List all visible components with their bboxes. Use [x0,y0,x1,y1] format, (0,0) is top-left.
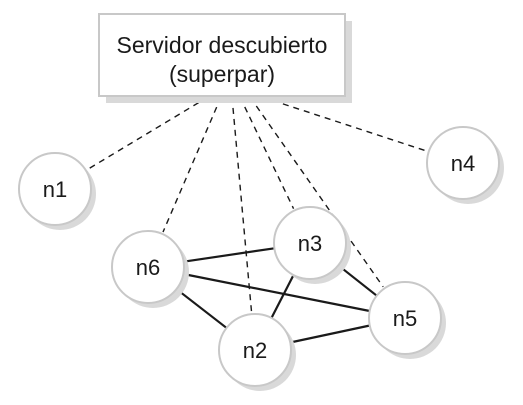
node-circle [273,206,347,280]
peer-link-n6-n3 [183,247,275,263]
node-label: n6 [136,255,160,280]
peer-links [175,247,378,344]
server-label-line2: (superpar) [169,61,275,87]
peer-link-n3-n5 [337,264,378,297]
server-box-frame [98,13,346,97]
node-n6: n6 [111,230,189,308]
node-circle [111,230,185,304]
node-n4: n4 [426,126,504,204]
node-circle [368,281,442,355]
server-links [87,96,428,313]
node-n5: n5 [368,281,446,359]
server-link-n2 [231,96,253,313]
peer-link-n6-n2 [175,288,228,329]
peer-link-n3-n2 [270,274,295,319]
node-n2: n2 [218,313,296,391]
node-circle [218,313,292,387]
server-link-n3 [239,96,295,210]
peer-link-n2-n5 [289,324,371,344]
peer-link-n6-n5 [183,272,370,313]
nodes-layer: n1 n2 n3 n4 n5 n6 [18,126,504,391]
node-label: n1 [43,177,67,202]
server-box: Servidor descubierto (superpar) [98,13,352,103]
node-circle [426,126,500,200]
server-link-n4 [261,96,428,152]
server-link-n6 [162,96,222,233]
node-n1: n1 [18,152,96,230]
node-label: n4 [451,151,475,176]
server-label-line1: Servidor descubierto [117,32,328,58]
server-link-n1 [87,96,209,171]
node-label: n3 [298,231,322,256]
node-n3: n3 [273,206,351,284]
server-link-n5 [249,96,384,288]
node-label: n2 [243,338,267,363]
node-circle [18,152,92,226]
node-label: n5 [393,306,417,331]
